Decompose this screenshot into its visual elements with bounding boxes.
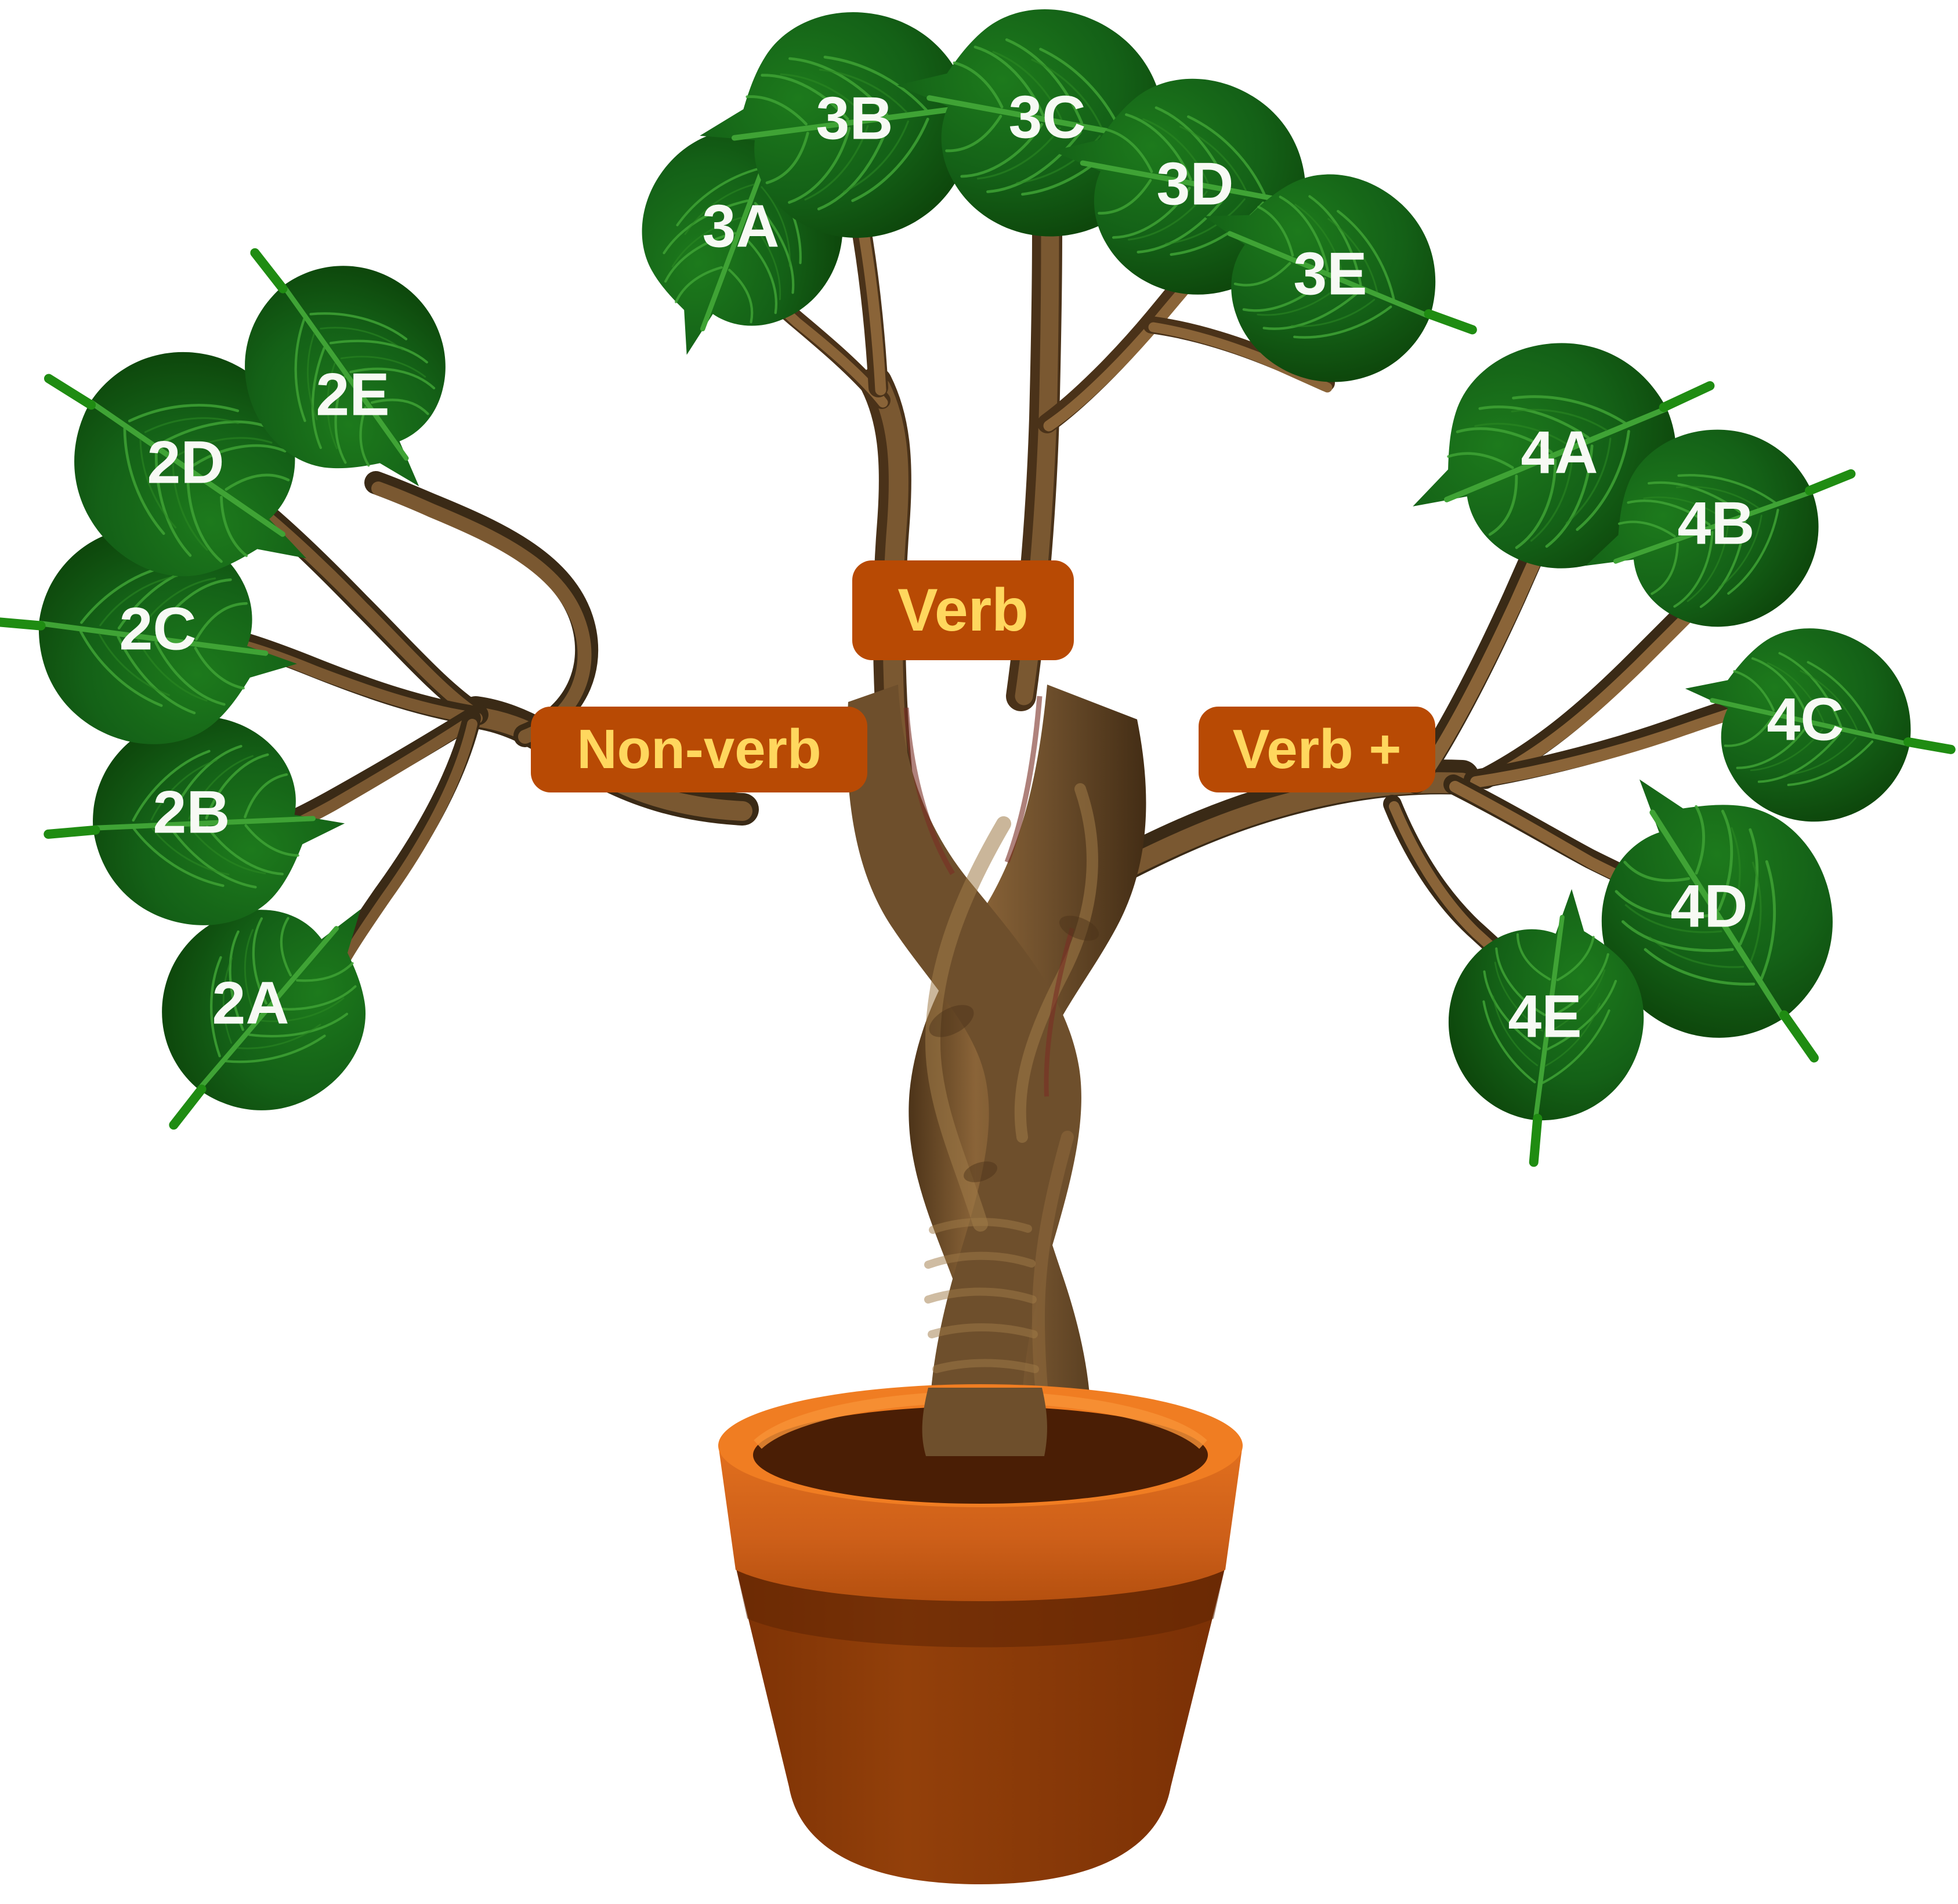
leaf-petiole	[1779, 1010, 1819, 1063]
leaf-petiole	[1805, 469, 1856, 495]
leaf-petiole	[169, 1084, 207, 1130]
category-chip-label: Verb	[897, 577, 1029, 644]
category-chip-verb-plus[interactable]: Verb +	[1199, 707, 1435, 792]
leaf-petiole	[1903, 737, 1956, 754]
leaf-4b[interactable]: 4B	[1554, 398, 1856, 671]
leaf-label-3c: 3C	[1009, 84, 1086, 151]
leaf-label-2a: 2A	[212, 969, 289, 1037]
leaf-petiole	[1529, 1113, 1543, 1167]
leaf-3e[interactable]: 3E	[1163, 133, 1477, 411]
leaf-label-4e: 4E	[1508, 983, 1581, 1050]
leaf-4d[interactable]: 4D	[1531, 722, 1881, 1083]
category-chip-non-verb[interactable]: Non-verb	[531, 707, 867, 792]
leaf-group-verb: 3A 3B 3C 3D 3E	[606, 0, 1477, 411]
leaf-petiole	[1659, 381, 1715, 412]
branch-non-verb	[228, 471, 759, 979]
leaf-label-4c: 4C	[1767, 686, 1844, 753]
leaf-petiole	[44, 825, 100, 839]
leaf-label-4b: 4B	[1678, 490, 1755, 557]
category-chip-verb[interactable]: Verb	[852, 560, 1074, 660]
leaf-label-4a: 4A	[1521, 419, 1598, 486]
category-chip-label: Verb +	[1232, 718, 1402, 780]
leaf-4a[interactable]: 4A	[1372, 304, 1714, 624]
terracotta-pot	[718, 1384, 1243, 1884]
leaf-layer: 2A 2B 2C 2D 2E 3A 3B 3C 3D 3E 4A 4B 4C 4D 4E	[0, 0, 1956, 1167]
leaf-group-verb-plus: 4A 4B 4C 4D 4E	[1372, 304, 1956, 1167]
leaf-label-2c: 2C	[120, 595, 197, 663]
leaf-label-4d: 4D	[1671, 873, 1748, 940]
leaf-petiole	[44, 374, 96, 410]
leaf-label-3a: 3A	[703, 193, 780, 260]
leaf-2c[interactable]: 2C	[0, 517, 308, 756]
leaf-petiole	[250, 248, 288, 294]
leaf-2e[interactable]: 2E	[202, 225, 510, 540]
leaf-label-3d: 3D	[1157, 150, 1234, 218]
leaf-label-3e: 3E	[1293, 240, 1367, 307]
leaf-petiole	[1424, 309, 1477, 335]
leaf-label-2b: 2B	[153, 779, 230, 846]
tree-trunk	[846, 685, 1146, 1451]
leaf-group-non-verb: 2A 2B 2C 2D 2E	[0, 225, 510, 1153]
leaf-2b[interactable]: 2B	[44, 704, 352, 934]
category-chip-label: Non-verb	[577, 718, 821, 780]
leaf-label-2e: 2E	[316, 361, 389, 428]
leaf-2a[interactable]: 2A	[121, 838, 428, 1153]
leaf-2d[interactable]: 2D	[31, 310, 374, 639]
leaf-petiole	[0, 617, 46, 631]
leaf-label-2d: 2D	[147, 429, 225, 496]
leaf-label-3b: 3B	[816, 85, 893, 152]
leaf-4c[interactable]: 4C	[1666, 607, 1956, 837]
leaf-4e[interactable]: 4E	[1441, 879, 1655, 1167]
